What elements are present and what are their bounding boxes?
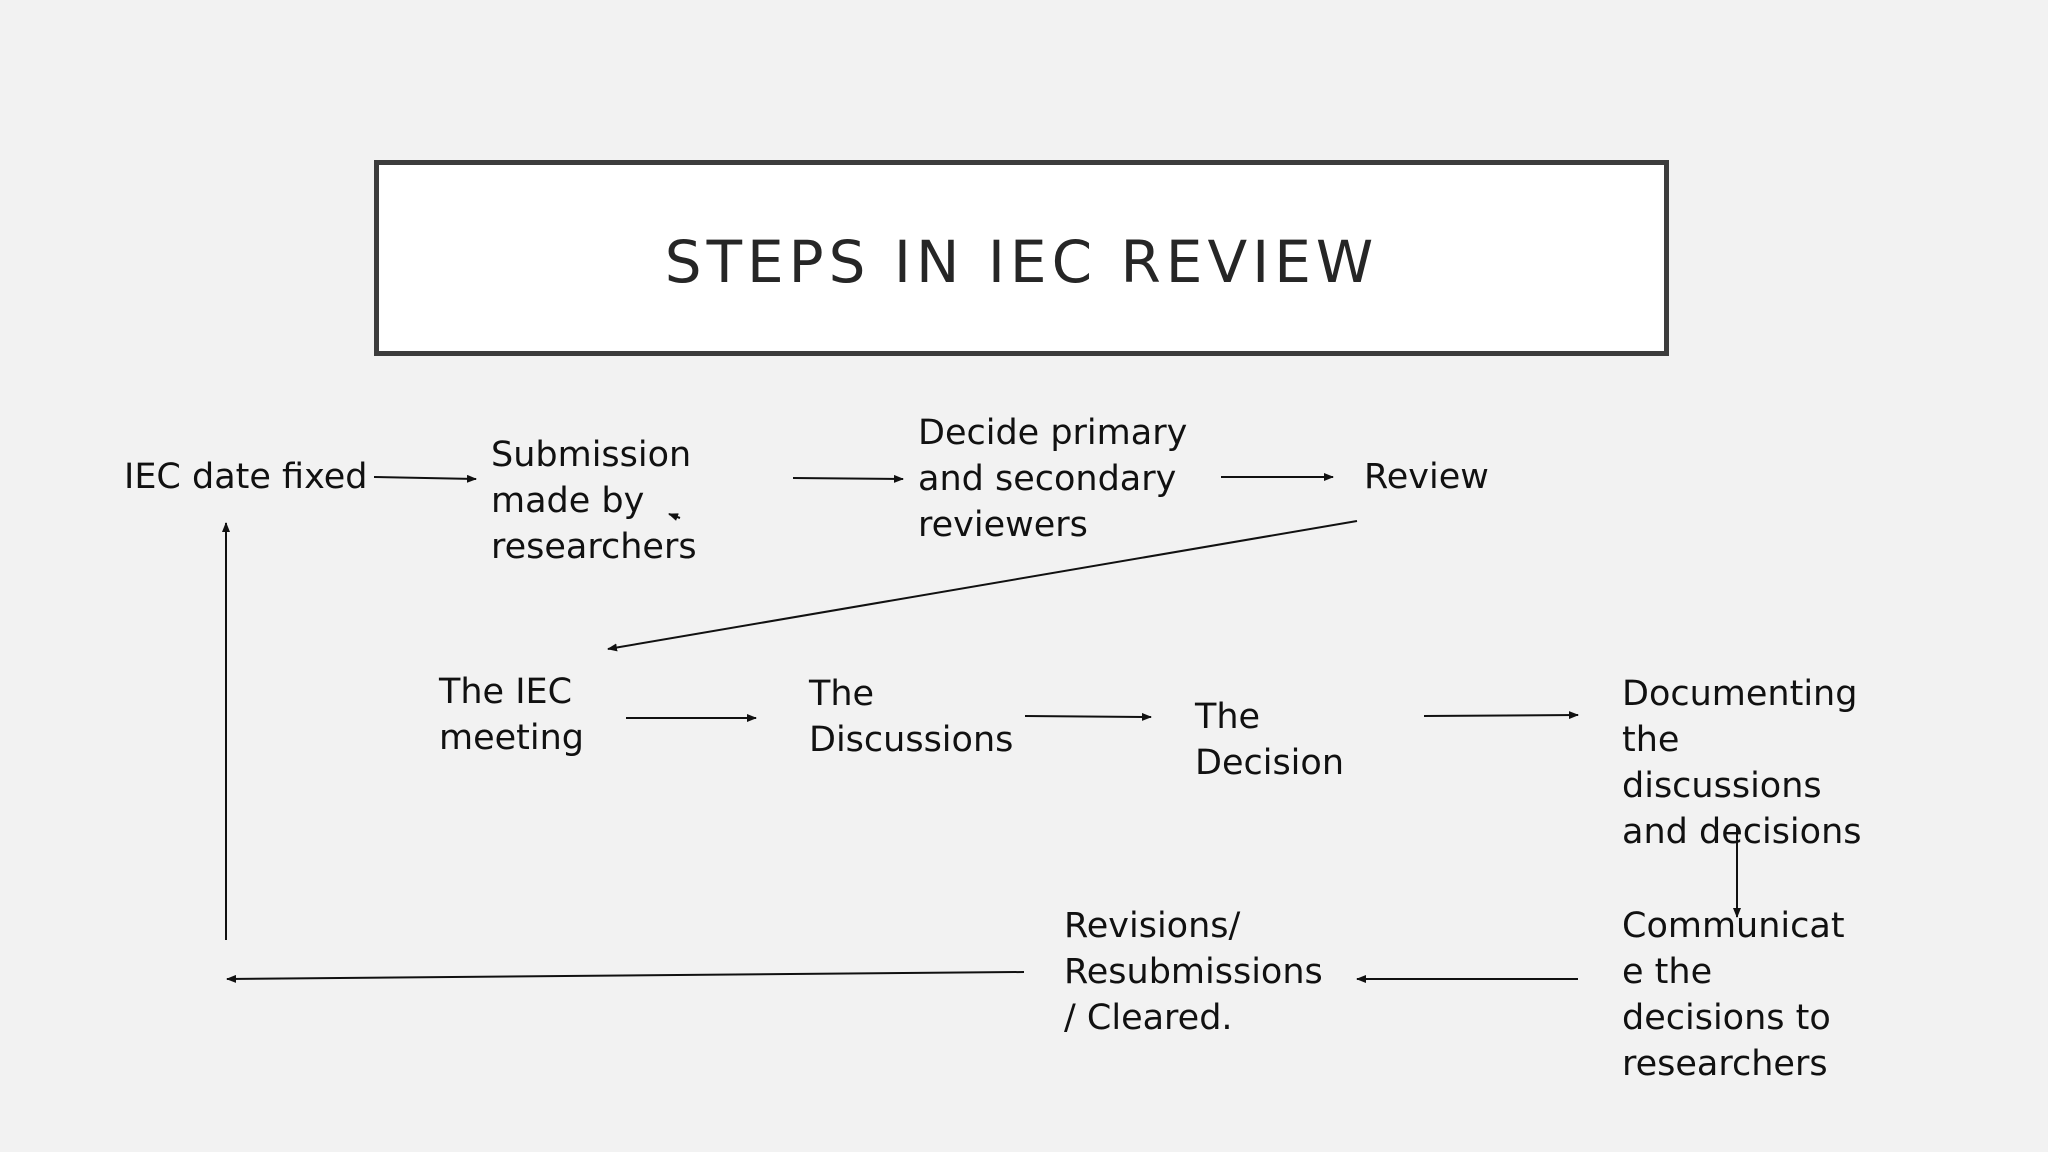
- node-decide-reviewers: Decide primary and secondary reviewers: [918, 413, 1188, 545]
- arrow-submission-to-decide: [792, 474, 904, 483]
- arrow-revisions-to-left: [226, 971, 1025, 983]
- page-title: STEPS IN IEC REVIEW: [664, 228, 1379, 296]
- node-iec-date-fixed: IEC date fixed: [124, 457, 368, 497]
- title-box: STEPS IN IEC REVIEW: [374, 160, 1669, 356]
- arrow-decision-to-documenting: [1423, 711, 1579, 720]
- node-review: Review: [1364, 457, 1489, 497]
- node-documenting: Documenting the discussions and decision…: [1622, 674, 1862, 852]
- node-decision: The Decision: [1195, 697, 1345, 783]
- arrow-review-to-meeting: [607, 520, 1358, 652]
- node-revisions: Revisions/ Resubmissions / Cleared.: [1064, 906, 1323, 1038]
- node-submission: Submission made by researchers: [491, 435, 697, 567]
- arrow-submission-small: [668, 513, 681, 521]
- arrow-discussions-to-decision: [1024, 712, 1152, 721]
- node-discussions: The Discussions: [809, 674, 1014, 760]
- arrow-date-to-submission: [373, 474, 477, 483]
- node-iec-meeting: The IEC meeting: [439, 672, 585, 758]
